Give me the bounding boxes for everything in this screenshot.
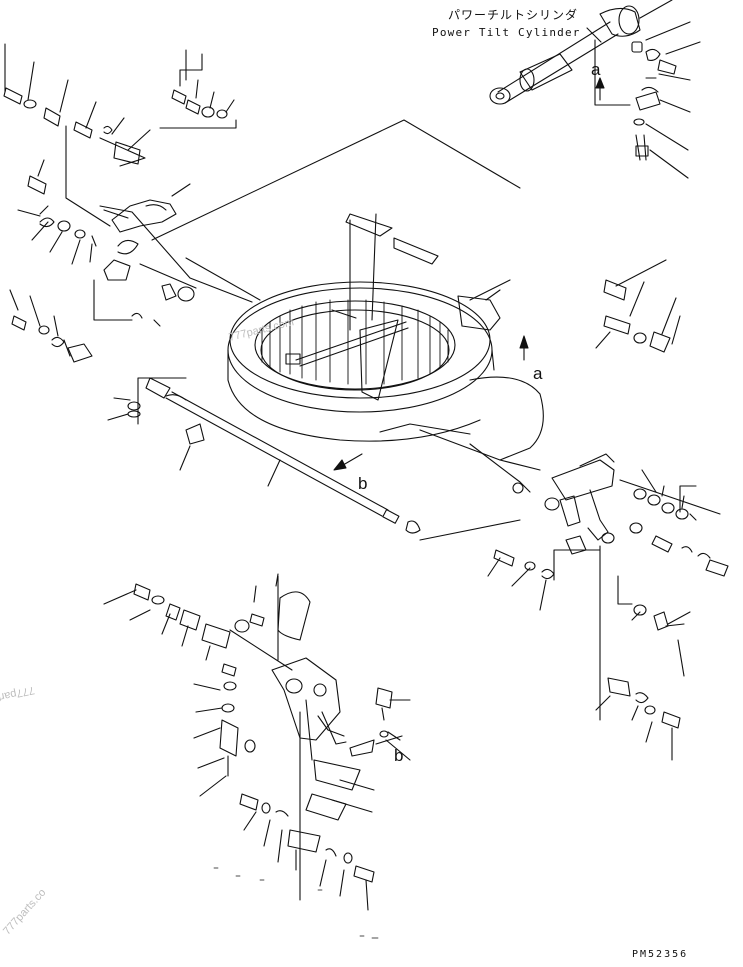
cylinder-hardware bbox=[632, 0, 700, 178]
callout-b-ring: b bbox=[358, 474, 368, 493]
dash-marks bbox=[214, 868, 378, 938]
drawing-code: PM52356 bbox=[632, 949, 689, 960]
tie-rod bbox=[108, 378, 520, 540]
slewing-ring bbox=[152, 120, 543, 470]
right-linkage bbox=[470, 260, 728, 760]
diagram-title-english: Power Tilt Cylinder bbox=[432, 26, 581, 39]
upper-bracket bbox=[112, 184, 190, 232]
left-linkage-parts bbox=[10, 160, 252, 362]
callout-a-ring: a bbox=[533, 364, 543, 383]
diagram-title-japanese: パワーチルトシリンダ bbox=[448, 8, 579, 22]
power-tilt-cylinder bbox=[490, 6, 640, 105]
callout-a-cylinder: a bbox=[591, 60, 601, 79]
lower-bracket-assembly bbox=[104, 574, 410, 910]
top-left-hardware bbox=[4, 44, 236, 226]
callout-b-bracket: b bbox=[394, 746, 404, 765]
